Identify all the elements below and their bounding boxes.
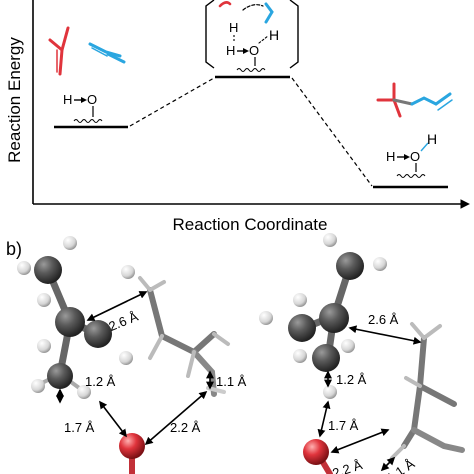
hydrogen-atom xyxy=(323,385,337,399)
hydrogen-atom xyxy=(63,236,77,250)
carbon-atom xyxy=(34,256,62,284)
hydrogen-atom xyxy=(293,349,307,363)
svg-text:O: O xyxy=(87,92,97,107)
carbon-atom xyxy=(312,344,340,372)
path-down xyxy=(291,77,373,187)
svg-text:H: H xyxy=(226,43,235,58)
left-distance-oh: 1.7 Å xyxy=(64,420,95,435)
svg-text:O: O xyxy=(249,43,259,58)
hydrogen-atom xyxy=(31,379,45,393)
ts-bracket-left xyxy=(205,0,215,69)
panel-b-label: b) xyxy=(6,239,22,259)
hydrogen-atom xyxy=(121,265,135,279)
ts-fragments: H xyxy=(218,1,279,44)
panel-a-energy-diagram: Reaction Energy Reaction Coordinate H O xyxy=(5,0,470,234)
hydrogen-atom xyxy=(293,293,307,307)
right-distance-oh: 1.7 Å xyxy=(328,418,359,433)
hydrogen-atom xyxy=(77,385,91,399)
right-distance-cc: 1.2 Å xyxy=(336,372,367,387)
oxygen-atom xyxy=(119,433,145,459)
hydrogen-atom xyxy=(37,293,51,307)
hydrogen-atom xyxy=(17,261,31,275)
product-alkene xyxy=(376,82,453,118)
carbon-atom xyxy=(84,320,112,348)
hydrogen-atom xyxy=(373,257,387,271)
svg-text:H: H xyxy=(386,149,395,164)
reactant-hydroxyl: H O xyxy=(63,92,103,123)
hydrogen-atom xyxy=(341,339,355,353)
left-stick-fragment xyxy=(138,276,230,397)
hydrogen-atom xyxy=(323,233,337,247)
carbon-atom xyxy=(319,303,349,333)
product-hydroxyl: H O H xyxy=(386,131,437,178)
path-up xyxy=(129,77,215,127)
svg-text:H: H xyxy=(269,27,279,43)
left-distance-top: 2.6 Å xyxy=(106,309,140,334)
svg-text:H: H xyxy=(63,92,72,107)
left-distance-mid: 2.2 Å xyxy=(170,420,201,435)
right-stick-fragment xyxy=(390,322,465,460)
ts-bracket-right xyxy=(289,0,299,69)
right-structure: 2.6 Å 1.2 Å 1.7 Å 2.2 Å 1.1 Å xyxy=(259,233,465,474)
right-distance-right: 1.1 Å xyxy=(384,456,418,474)
right-distance-top: 2.6 Å xyxy=(368,312,399,327)
oxygen-atom xyxy=(303,439,329,465)
hydrogen-atom xyxy=(259,311,273,325)
ts-hydroxyl: H H O xyxy=(226,20,266,72)
carbon-atom xyxy=(47,363,73,389)
reactant-blue-alkene xyxy=(88,42,126,64)
x-axis-label: Reaction Coordinate xyxy=(173,215,328,234)
carbon-atom xyxy=(336,252,364,280)
y-axis-label: Reaction Energy xyxy=(5,37,24,163)
left-distance-right: 1.1 Å xyxy=(216,374,247,389)
carbon-atom xyxy=(288,314,316,342)
left-distance-cc: 1.2 Å xyxy=(85,374,116,389)
carbon-atom xyxy=(55,307,85,337)
svg-text:H: H xyxy=(427,131,437,147)
panel-b-structures: b) xyxy=(6,233,465,474)
hydrogen-atom xyxy=(119,351,133,365)
hydrogen-atom xyxy=(37,339,51,353)
svg-text:H: H xyxy=(229,20,238,35)
right-distance-mid: 2.2 Å xyxy=(331,457,365,474)
svg-text:O: O xyxy=(410,149,420,164)
reactant-red-alkene xyxy=(48,26,70,76)
left-structure: 2.6 Å 1.2 Å 1.7 Å 2.2 Å 1.1 Å xyxy=(17,236,247,474)
